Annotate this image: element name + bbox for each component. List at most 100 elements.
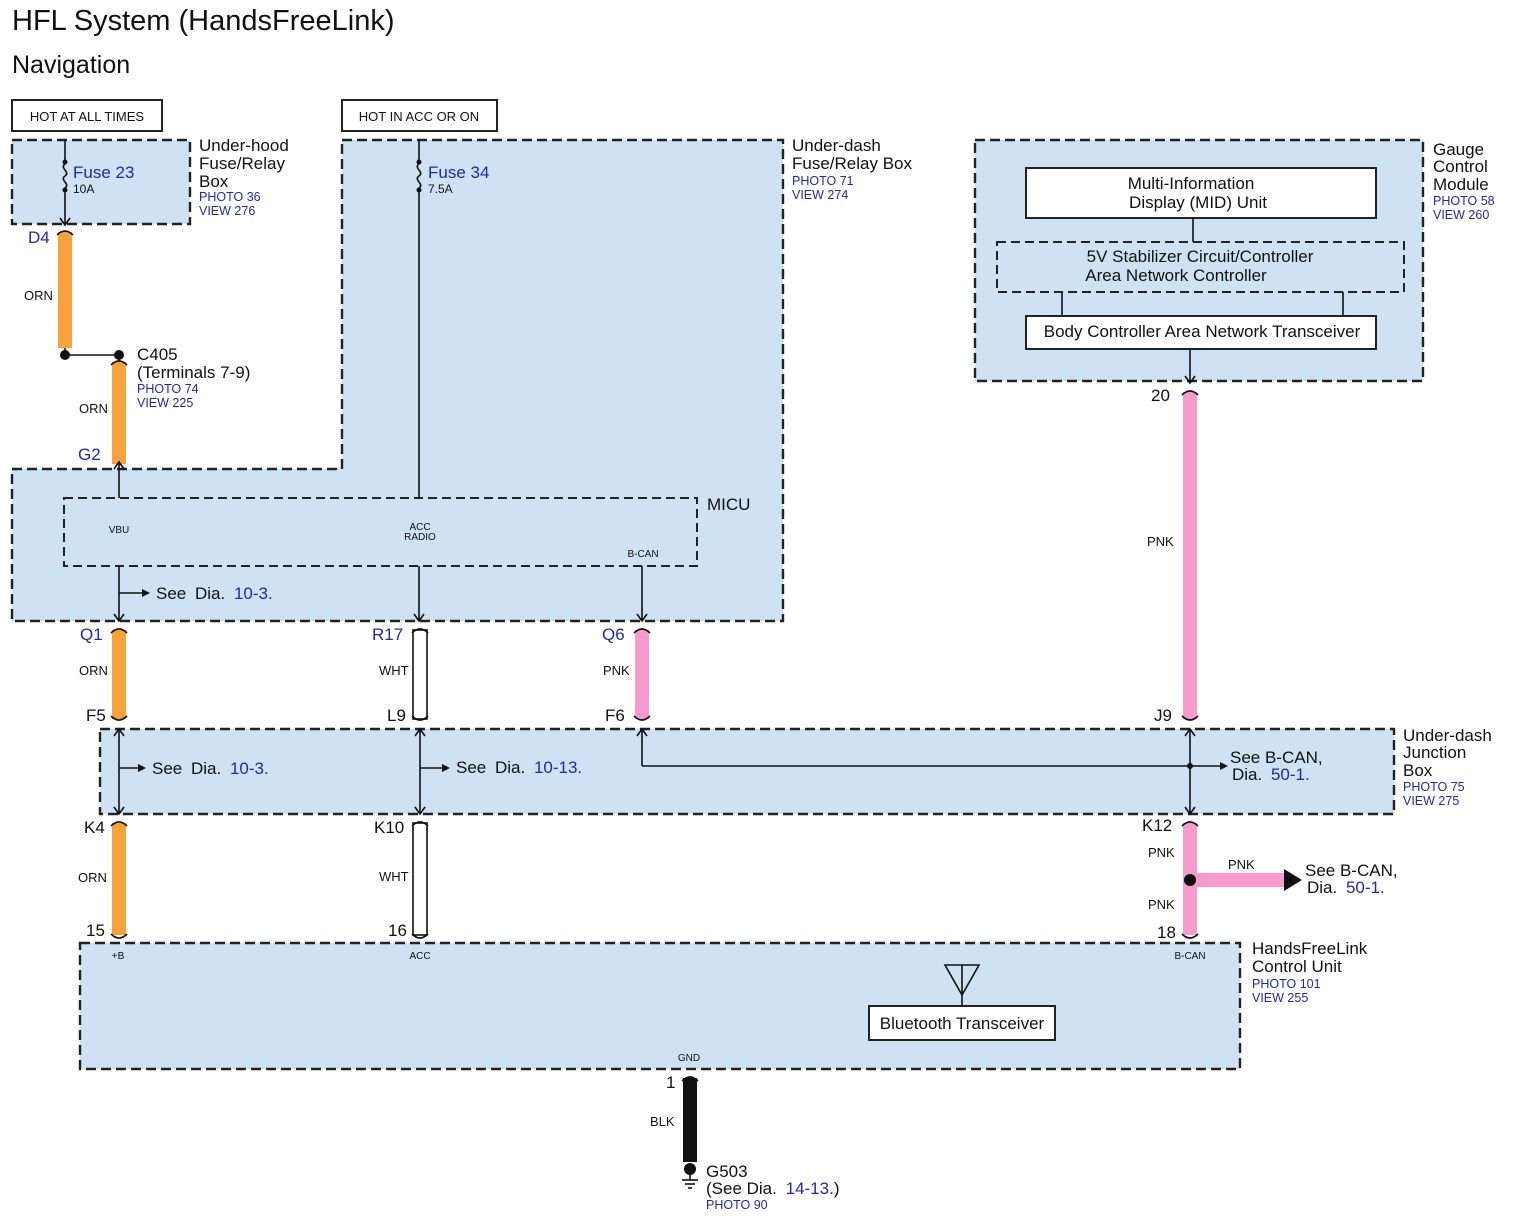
hfl-label-1: HandsFreeLink (1252, 939, 1368, 958)
link-dia-50-1-a[interactable]: 50-1. (1271, 765, 1310, 784)
micu-acc: ACC (409, 522, 430, 533)
underdash-fuse-photo[interactable]: PHOTO 71 (792, 174, 854, 188)
fuse-34-rating: 7.5A (428, 182, 453, 196)
g503-photo[interactable]: PHOTO 90 (706, 1198, 768, 1212)
wire-wht-k10-16 (412, 822, 428, 936)
link-dia-14-13[interactable]: 14-13. (786, 1179, 834, 1198)
wire-label-pnk-1: PNK (603, 663, 630, 678)
micu-radio: RADIO (404, 532, 436, 543)
gauge-label-3: Module (1433, 175, 1489, 194)
link-dia-50-1-b[interactable]: 50-1. (1346, 878, 1385, 897)
underdash-fuse-view[interactable]: VIEW 274 (792, 188, 848, 202)
jb-see-ref-1: See Dia. 10-3. (152, 759, 269, 778)
stabilizer-line2: Area Network Controller (1085, 266, 1267, 285)
g503-see-ref: (See Dia. 14-13.) (706, 1179, 839, 1198)
underhood-fuse-relay-box (10, 138, 192, 226)
wire-label-orn-1: ORN (24, 288, 53, 303)
micu-see-ref: See Dia. 10-3. (156, 584, 273, 603)
connector-d4: D4 (28, 228, 50, 247)
underhood-view[interactable]: VIEW 276 (199, 204, 255, 218)
wire-blk-gnd (683, 1078, 697, 1162)
hfl-bcan: B-CAN (1174, 951, 1205, 962)
hfl-gnd: GND (678, 1053, 700, 1064)
underhood-label-1: Under-hood (199, 136, 289, 155)
connector-r17: R17 (372, 625, 403, 644)
wire-label-blk: BLK (650, 1114, 675, 1129)
wire-label-orn-3: ORN (79, 663, 108, 678)
c405-view[interactable]: VIEW 225 (137, 396, 193, 410)
link-dia-10-13[interactable]: 10-13. (534, 758, 582, 777)
g503-label: G503 (706, 1162, 748, 1181)
branch-see-bcan-dia: Dia. 50-1. (1307, 878, 1385, 897)
hfl-plus-b: +B (112, 951, 125, 962)
hot-at-all-times-label: HOT AT ALL TIMES (30, 109, 144, 124)
wire-label-orn-2: ORN (79, 401, 108, 416)
splice-dots (60, 159, 1196, 886)
wire-label-wht-2: WHT (379, 869, 409, 884)
wire-pnk-branch (1190, 873, 1286, 887)
wire-wht-r17-l9 (412, 629, 428, 720)
jb-photo[interactable]: PHOTO 75 (1403, 780, 1465, 794)
branch-see-bcan: See B-CAN, (1305, 861, 1398, 880)
stabilizer-circuit-box (996, 241, 1405, 293)
connector-l9: L9 (387, 706, 406, 725)
hfl-acc: ACC (409, 951, 430, 962)
fuse-23-rating: 10A (73, 182, 94, 196)
connector-f6: F6 (605, 706, 625, 725)
wire-label-pnk-3: PNK (1148, 845, 1175, 860)
pin-20: 20 (1151, 386, 1170, 405)
handsfreelink-control-unit (78, 941, 1242, 1071)
wire-label-pnk-2: PNK (1147, 534, 1174, 549)
wire-label-pnk-4: PNK (1148, 897, 1175, 912)
gauge-label-1: Gauge (1433, 140, 1484, 159)
jb-label-3: Box (1403, 761, 1433, 780)
pin-16: 16 (388, 921, 407, 940)
micu-bcan: B-CAN (627, 549, 658, 560)
fuse-23-label: Fuse 23 (73, 163, 134, 182)
underdash-fuse-label-2: Fuse/Relay Box (792, 154, 912, 173)
link-dia-10-3-b[interactable]: 10-3. (230, 759, 269, 778)
connector-f5: F5 (86, 706, 106, 725)
gauge-photo[interactable]: PHOTO 58 (1433, 194, 1495, 208)
arrowheads (138, 589, 1228, 772)
link-dia-10-3-a[interactable]: 10-3. (234, 584, 273, 603)
wire-pnk-q6-f6 (635, 630, 649, 719)
wire-color-labels: ORN ORN ORN ORN WHT WHT PNK PNK PNK PNK … (24, 288, 1255, 1129)
connector-caps (56, 230, 1199, 1082)
c405-photo[interactable]: PHOTO 74 (137, 382, 199, 396)
pin-1: 1 (666, 1073, 675, 1092)
mid-unit-line1: Multi-Information (1128, 174, 1255, 193)
micu-box (63, 497, 698, 567)
connector-j9: J9 (1154, 706, 1172, 725)
ground-symbol (682, 1163, 698, 1189)
hot-in-acc-label: HOT IN ACC OR ON (359, 109, 479, 124)
pin-18: 18 (1157, 923, 1176, 942)
arrow-bcan-branch (1284, 869, 1302, 891)
underhood-label-2: Fuse/Relay (199, 154, 285, 173)
page-title: HFL System (HandsFreeLink) (12, 5, 394, 37)
underhood-photo[interactable]: PHOTO 36 (199, 190, 261, 204)
bluetooth-transceiver-box (868, 1005, 1056, 1041)
underdash-fuse-label-1: Under-dash (792, 136, 881, 155)
hfl-label-2: Control Unit (1252, 957, 1342, 976)
bcan-transceiver-label: Body Controller Area Network Transceiver (1044, 322, 1361, 341)
fuse-34-label: Fuse 34 (428, 163, 489, 182)
wire-orn-c405-g2 (112, 362, 126, 464)
wire-label-pnk-5: PNK (1228, 857, 1255, 872)
micu-vbu: VBU (109, 525, 130, 536)
gauge-view[interactable]: VIEW 260 (1433, 208, 1489, 222)
connector-labels: D4 G2 Q1 R17 Q6 F5 L9 F6 J9 K4 K10 K12 1… (28, 228, 1176, 1092)
c405-label: C405 (137, 345, 178, 364)
jb-label-1: Under-dash (1403, 726, 1492, 745)
wire-bands (58, 232, 1302, 1162)
c405-terminals: (Terminals 7-9) (137, 363, 250, 382)
hot-in-acc-label-box (341, 99, 498, 132)
hfl-view[interactable]: VIEW 255 (1252, 991, 1308, 1005)
stabilizer-line1: 5V Stabilizer Circuit/Controller (1087, 247, 1314, 266)
underhood-label-3: Box (199, 172, 229, 191)
micu-label: MICU (707, 495, 750, 514)
connector-g2: G2 (78, 445, 101, 464)
hfl-photo[interactable]: PHOTO 101 (1252, 977, 1321, 991)
jb-view[interactable]: VIEW 275 (1403, 794, 1459, 808)
hot-at-all-times-label-box (11, 99, 163, 132)
